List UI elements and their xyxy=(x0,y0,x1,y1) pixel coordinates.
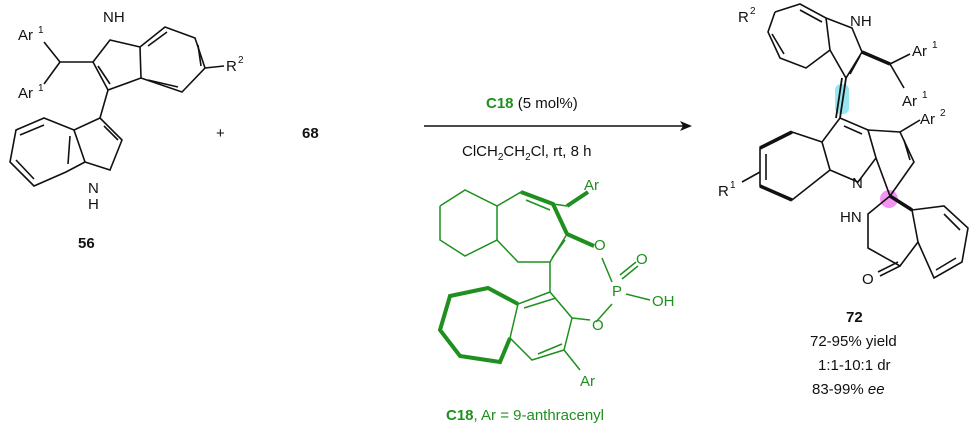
plus-sign: + xyxy=(216,125,225,142)
ar2-label: Ar xyxy=(920,111,935,128)
compound-number-72: 72 xyxy=(846,309,863,326)
indole-n-label: N xyxy=(88,180,99,197)
ar1-label: Ar xyxy=(18,85,33,102)
ar-label: Ar xyxy=(584,177,599,194)
r2-label: R xyxy=(738,9,749,26)
stereocenter-highlight xyxy=(880,190,898,208)
product-yield: 72-95% yield xyxy=(810,333,897,350)
phosphorus-label: P xyxy=(612,283,622,300)
nh-label: NH xyxy=(103,9,125,26)
product-72-labels: R 2 NH Ar 1 Ar 1 Ar 2 N R 1 HN O 72 72-9… xyxy=(718,6,946,398)
ar-label: Ar xyxy=(580,373,595,390)
r1-label: R xyxy=(718,183,729,200)
product-72-structure xyxy=(741,3,969,280)
product-dr: 1:1-10:1 dr xyxy=(818,357,891,374)
nh-label: NH xyxy=(850,13,872,30)
oxygen-label: O xyxy=(592,317,604,334)
compound-number-56: 56 xyxy=(78,235,95,252)
r2-superscript: 2 xyxy=(238,55,244,66)
ar1-superscript: 1 xyxy=(38,25,44,36)
reaction-arrow xyxy=(424,121,692,131)
ar1-superscript: 1 xyxy=(932,40,938,51)
r2-superscript: 2 xyxy=(750,6,756,17)
catalyst-c18-labels: Ar O P O OH O Ar C18, Ar = 9-anthracenyl xyxy=(446,177,675,424)
ar1-superscript: 1 xyxy=(922,90,928,101)
r1-superscript: 1 xyxy=(730,180,736,191)
catalyst-loading: C18 (5 mol%) xyxy=(486,95,578,112)
compound-number-68: 68 xyxy=(302,125,319,142)
catalyst-caption: C18, Ar = 9-anthracenyl xyxy=(446,407,604,424)
product-ee: 83-99% ee xyxy=(812,381,885,398)
catalyst-c18-structure xyxy=(437,189,651,371)
carbonyl-oxygen-label: O xyxy=(862,271,874,288)
oxygen-label: O xyxy=(636,251,648,268)
ar2-superscript: 2 xyxy=(940,108,946,119)
ar1-label: Ar xyxy=(18,27,33,44)
indole-h-label: H xyxy=(88,196,99,213)
ar1-superscript: 1 xyxy=(38,83,44,94)
reactant-56-structure xyxy=(9,26,225,187)
r2-label: R xyxy=(226,58,237,75)
ar1-label: Ar xyxy=(912,43,927,60)
reaction-conditions: ClCH2CH2Cl, rt, 8 h xyxy=(462,143,592,163)
nitrogen-label: N xyxy=(852,175,863,192)
reactant-56-labels: NH Ar 1 Ar 1 R 2 N H 56 xyxy=(18,9,244,252)
oxygen-label: O xyxy=(594,237,606,254)
hn-label: HN xyxy=(840,209,862,226)
ar1-label: Ar xyxy=(902,93,917,110)
hydroxyl-label: OH xyxy=(652,293,675,310)
